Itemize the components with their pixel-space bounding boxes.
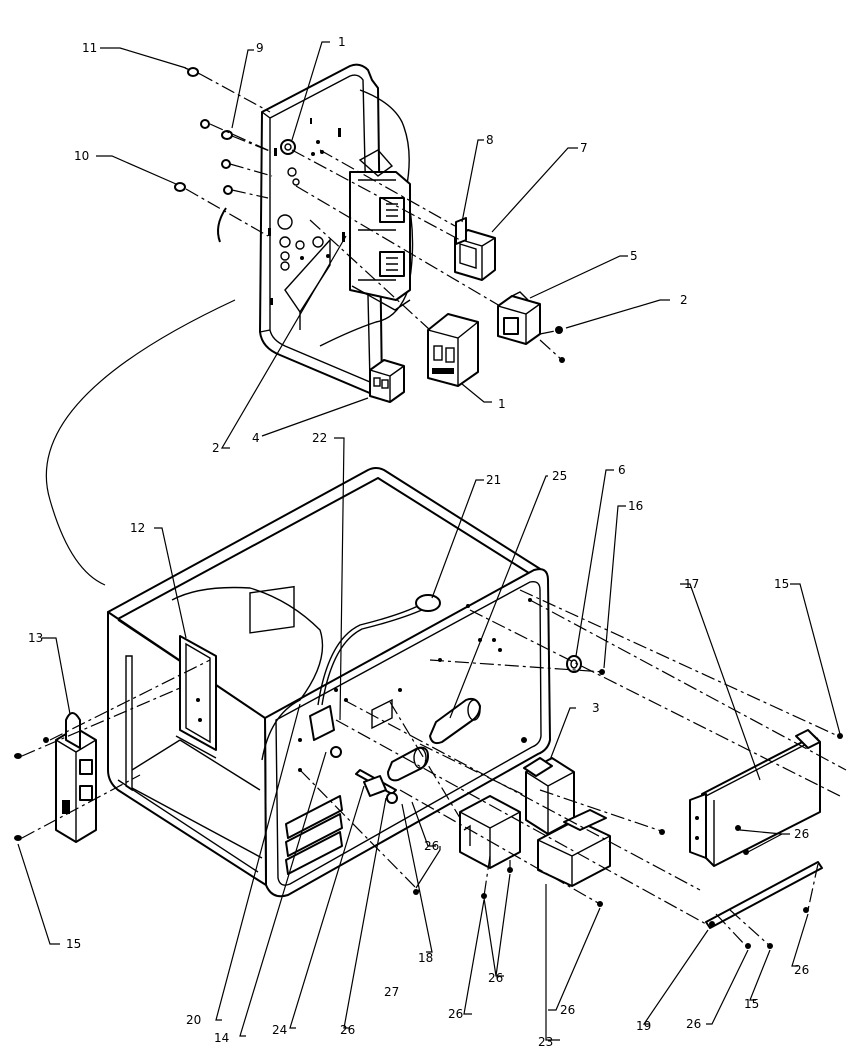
callout-21: 21 — [486, 473, 501, 487]
callout-24: 24 — [272, 1023, 287, 1037]
screw-11 — [187, 67, 199, 77]
callout-16: 16 — [628, 499, 643, 513]
callout-17: 17 — [684, 577, 699, 591]
leader-lines — [17, 41, 841, 1041]
callout-23: 23 — [538, 1035, 553, 1049]
callout-20: 20 — [186, 1013, 201, 1027]
part-8-bracket — [455, 217, 467, 245]
part-4-cover — [369, 359, 405, 403]
part-13-terminal-block — [55, 712, 97, 843]
callout-6: 6 — [618, 463, 626, 477]
part-23-box — [537, 809, 611, 887]
thermostat — [415, 594, 441, 612]
callout-14: 14 — [214, 1031, 229, 1045]
part-3-bracket — [523, 757, 575, 835]
callout-labels: 11 9 1 10 8 7 5 2 1 4 2 22 21 25 6 16 12… — [28, 35, 809, 1049]
callout-27: 27 — [384, 985, 399, 999]
part-19-strip — [705, 861, 823, 929]
callout-10: 10 — [74, 149, 89, 163]
callout-5: 5 — [630, 249, 638, 263]
callout-2-right: 2 — [680, 293, 688, 307]
callout-11: 11 — [82, 41, 97, 55]
callout-12: 12 — [130, 521, 145, 535]
callout-15-left: 15 — [66, 937, 81, 951]
callout-18: 18 — [418, 951, 433, 965]
grommet-1 — [280, 139, 296, 155]
callout-15-right: 15 — [774, 577, 789, 591]
callout-3: 3 — [592, 701, 600, 715]
callout-13: 13 — [28, 631, 43, 645]
callout-2-left: 2 — [212, 441, 220, 455]
part-17-cover — [689, 729, 821, 867]
part-7-block — [454, 229, 496, 281]
upper-assembly-lines — [185, 73, 563, 361]
callout-19: 19 — [636, 1019, 651, 1033]
main-housing — [107, 467, 551, 898]
callout-1-mid: 1 — [498, 397, 506, 411]
lower-assembly-lines — [21, 589, 847, 947]
callout-15-bottom: 15 — [744, 997, 759, 1011]
callout-22: 22 — [312, 431, 327, 445]
callout-7: 7 — [580, 141, 588, 155]
callout-26-e: 26 — [448, 1007, 463, 1021]
callout-26-d: 26 — [794, 963, 809, 977]
callout-26-a: 26 — [794, 827, 809, 841]
part-1-receptacle — [427, 313, 479, 387]
callout-26-h: 26 — [340, 1023, 355, 1037]
callout-8: 8 — [486, 133, 494, 147]
connecting-arc — [45, 299, 236, 586]
callout-26-f: 26 — [560, 1003, 575, 1017]
callout-4: 4 — [252, 431, 260, 445]
control-panel — [259, 63, 414, 395]
callout-26-c: 26 — [488, 971, 503, 985]
part-5-switch — [497, 291, 541, 345]
callout-26-b: 26 — [424, 839, 439, 853]
callout-26-g: 26 — [686, 1017, 701, 1031]
callout-25: 25 — [552, 469, 567, 483]
callout-9: 9 — [256, 41, 264, 55]
callout-1-top: 1 — [338, 35, 346, 49]
